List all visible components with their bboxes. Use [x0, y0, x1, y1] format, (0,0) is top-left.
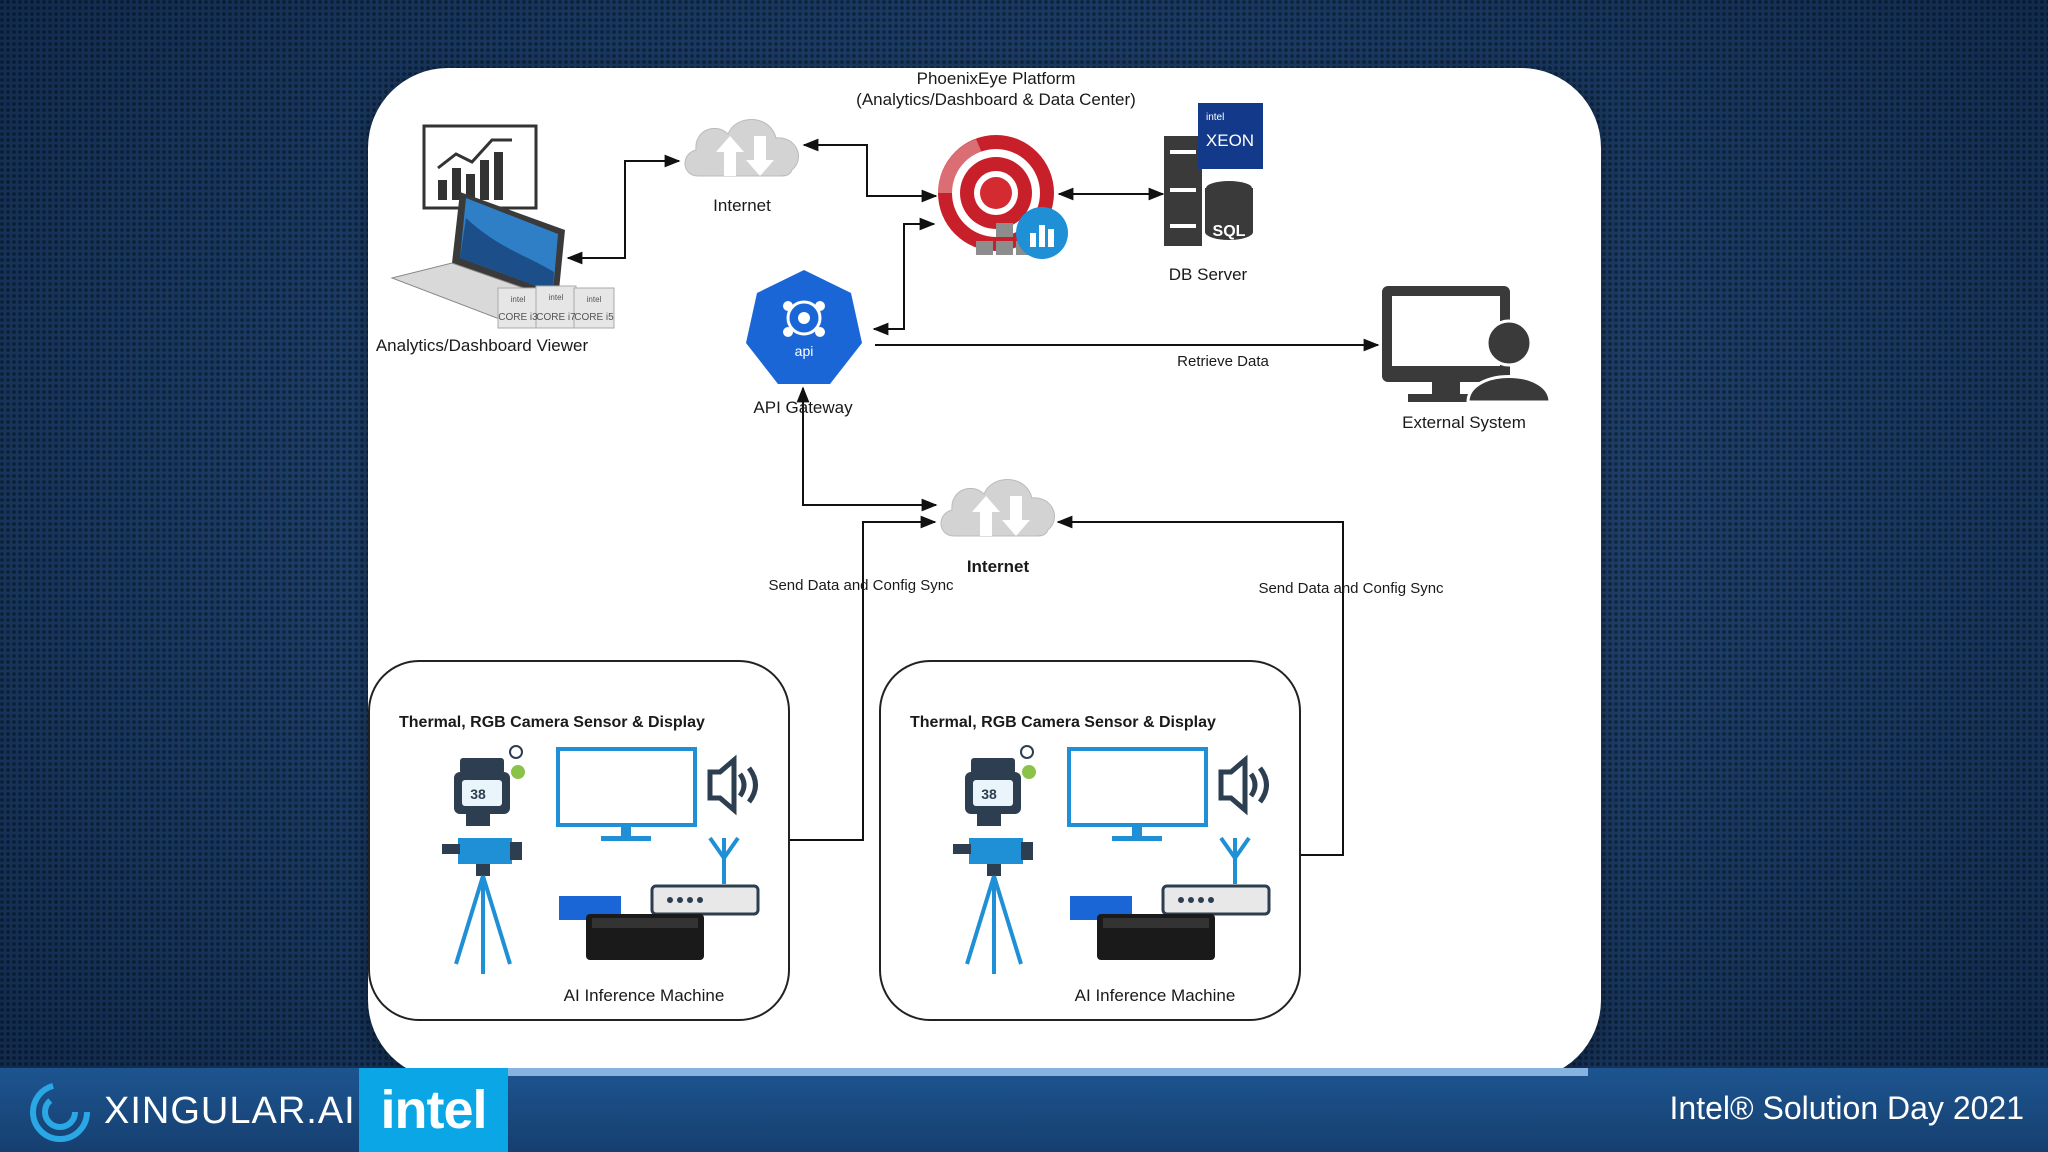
api-badge: api	[795, 343, 814, 359]
footer-accent-strip	[508, 1068, 1588, 1076]
db-server-label: DB Server	[1169, 265, 1248, 284]
retrieve-data-label: Retrieve Data	[1177, 353, 1269, 370]
edge-api-internet	[796, 386, 938, 512]
analytics-viewer-icon: intel intel intel CORE i3 CORE i7 CORE i…	[390, 124, 615, 329]
diagram-card: PhoenixEye Platform (Analytics/Dashboard…	[368, 68, 1601, 1080]
connectors	[566, 138, 1380, 856]
viewer-label: Analytics/Dashboard Viewer	[376, 336, 589, 355]
machine-label: AI Inference Machine	[1075, 986, 1236, 1005]
edge-internet-phoenix	[802, 138, 938, 203]
send-sync-right-label: Send Data and Config Sync	[1258, 580, 1444, 597]
intel-logo: intel	[359, 1068, 508, 1152]
brand-name: XINGULAR.AI	[104, 1090, 356, 1132]
platform-title: PhoenixEye Platform	[917, 69, 1076, 88]
speaker-icon	[1218, 754, 1269, 816]
api-gateway-icon: api	[746, 270, 862, 384]
edge-viewer-internet	[566, 154, 681, 265]
site-panel: Thermal, RGB Camera Sensor & Display 38	[368, 660, 790, 1021]
cloud-icon	[684, 119, 799, 177]
architecture-diagram: PhoenixEye Platform (Analytics/Dashboard…	[368, 69, 1552, 1021]
cloud-icon	[940, 479, 1055, 537]
chip-core-i3: CORE i3	[498, 312, 538, 323]
internet-mid-label: Internet	[967, 557, 1030, 576]
site-title: Thermal, RGB Camera Sensor & Display	[399, 714, 705, 731]
send-sync-left-label: Send Data and Config Sync	[768, 577, 954, 594]
sql-badge: SQL	[1213, 223, 1246, 240]
phoenixeye-logo	[938, 135, 1068, 259]
chip-core-i5: CORE i5	[574, 312, 614, 323]
event-title: Intel® Solution Day 2021	[1669, 1090, 2024, 1126]
edge-site1-internet	[790, 515, 937, 841]
rgb-camera-icon	[442, 838, 522, 974]
platform-subtitle: (Analytics/Dashboard & Data Center)	[856, 90, 1136, 109]
edge-site2-internet	[1056, 515, 1344, 856]
xingular-logo-icon	[30, 1082, 90, 1142]
inference-machine-icon	[1070, 896, 1215, 960]
external-system-label: External System	[1402, 413, 1526, 432]
display-monitor-icon	[1067, 747, 1208, 841]
xeon-badge-brand: intel	[1206, 112, 1224, 123]
rgb-camera-icon	[953, 838, 1033, 974]
machine-label: AI Inference Machine	[564, 986, 725, 1005]
edge-api-phoenix	[872, 217, 936, 336]
thermal-camera-icon: 38	[454, 745, 525, 826]
temp-readout: 38	[981, 786, 997, 802]
site-panel: Thermal, RGB Camera Sensor & Display 38	[879, 660, 1301, 1021]
antenna-router-icon	[1161, 836, 1271, 916]
chip-core-i7: CORE i7	[536, 312, 576, 323]
api-gateway-label: API Gateway	[753, 398, 853, 417]
footer-bar	[0, 1068, 2048, 1152]
inference-machine-icon	[559, 896, 704, 960]
thermal-camera-icon: 38	[965, 745, 1036, 826]
display-monitor-icon	[556, 747, 697, 841]
chip-brand: intel	[511, 295, 526, 304]
xeon-badge: XEON	[1206, 131, 1254, 150]
internet-top-label: Internet	[713, 196, 771, 215]
speaker-icon	[707, 754, 758, 816]
intel-core-chips: intel intel intel CORE i3 CORE i7 CORE i…	[497, 285, 615, 329]
db-server-icon: intel XEON SQL	[1164, 103, 1263, 246]
chip-brand: intel	[587, 295, 602, 304]
site-title: Thermal, RGB Camera Sensor & Display	[910, 714, 1216, 731]
intel-logo-text: intel	[380, 1080, 487, 1140]
antenna-router-icon	[650, 836, 760, 916]
chip-brand: intel	[549, 293, 564, 302]
temp-readout: 38	[470, 786, 486, 802]
external-system-icon	[1382, 286, 1552, 404]
